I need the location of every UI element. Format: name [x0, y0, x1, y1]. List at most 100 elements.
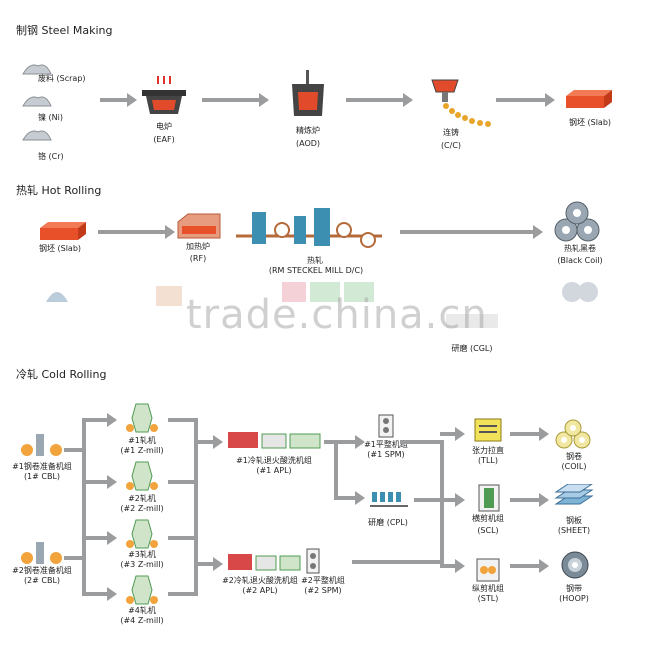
z1-label-cn: #1轧机 [128, 436, 156, 445]
z-mill-icon [126, 575, 158, 605]
watermark: trade.china.cn [186, 292, 488, 338]
spm1-icon [378, 414, 394, 438]
slab-label: 钢坯 (Slab) [568, 118, 612, 127]
nickel-pile-icon [22, 96, 52, 107]
apl2-label-cn: #2冷轧退火酸洗机组 [222, 576, 298, 585]
spm1-label-en: (#1 SPM) [367, 450, 405, 459]
flow-arrow [440, 427, 465, 441]
eaf-label-en: (EAF) [153, 135, 175, 144]
connector-line [168, 418, 194, 422]
slab-icon [566, 90, 612, 108]
rf-label-cn: 加热炉 [186, 242, 210, 251]
cc-label-en: (C/C) [440, 141, 462, 150]
cbl1-label-en: (1# CBL) [23, 472, 61, 481]
coil-label-en: (COIL) [561, 462, 587, 471]
flow-arrow [82, 587, 117, 601]
chromium-label: 铬 (Cr) [38, 152, 64, 161]
faded-mill-icon [282, 282, 374, 302]
apl2-label-en: (#2 APL) [242, 586, 278, 595]
electric-arc-furnace-icon [142, 76, 186, 114]
cbl2-label-cn: #2钢卷准备机组 [12, 566, 72, 575]
z2-label-en: (#2 Z-mill) [120, 504, 164, 513]
coil-build-up-line-icon [21, 434, 62, 456]
coil-build-up-line-icon [21, 542, 62, 564]
tll-label-cn: 张力拉直 [472, 446, 504, 455]
hoop-icon [561, 551, 589, 579]
flow-arrow [82, 413, 117, 427]
z4-label-cn: #4轧机 [128, 606, 156, 615]
z1-label-en: (#1 Z-mill) [120, 446, 164, 455]
flow-arrow [400, 225, 543, 239]
cbl2-label-en: (2# CBL) [23, 576, 61, 585]
mill-label-en: (RM STECKEL MILL D/C) [268, 266, 364, 275]
flow-arrow [510, 493, 549, 507]
chromium-pile-icon [22, 130, 52, 141]
z-mill-icon [126, 461, 158, 491]
spm1-label-cn: #1平整机组 [364, 440, 408, 449]
connector-line [352, 560, 442, 564]
flow-arrow [440, 559, 465, 573]
sheet-label-cn: 钢板 [566, 516, 582, 525]
cpl-label: 研磨 (CPL) [368, 518, 408, 527]
flow-arrow [510, 427, 549, 441]
section-title-steel-making: 制钢 Steel Making [16, 24, 113, 37]
scl-label-cn: 横剪机组 [472, 514, 504, 523]
flow-arrow [100, 93, 137, 107]
hoop-label-cn: 钢带 [566, 584, 582, 593]
flow-arrow [194, 557, 223, 571]
shear-cut-line-icon [478, 484, 500, 512]
coil-product-icon [555, 419, 591, 449]
flow-arrow [510, 559, 549, 573]
connector-line [414, 498, 442, 502]
flow-arrow [82, 531, 117, 545]
scrap-pile-icon [22, 64, 52, 75]
flow-arrow [194, 435, 223, 449]
z3-label-cn: #3轧机 [128, 550, 156, 559]
z-mill-icon [126, 403, 158, 433]
hot-strip-mill-icon [236, 208, 382, 248]
spm2-label-en: (#2 SPM) [304, 586, 342, 595]
connector-line [440, 440, 444, 564]
connector-line [194, 418, 198, 596]
hot-slab-label: 钢坯 (Slab) [38, 244, 82, 253]
connector-line [400, 440, 442, 444]
z3-label-en: (#3 Z-mill) [120, 560, 164, 569]
connector-line [82, 418, 86, 594]
z2-label-cn: #2轧机 [128, 494, 156, 503]
sheet-stack-icon [554, 484, 594, 505]
section-title-hot-rolling: 热轧 Hot Rolling [16, 184, 102, 197]
flow-arrow [82, 475, 117, 489]
connector-line [334, 440, 338, 496]
flow-arrow [440, 493, 465, 507]
apl1-label-en: (#1 APL) [256, 466, 292, 475]
black-coil-stack-icon [554, 201, 600, 242]
nickel-label: 镍 (Ni) [38, 113, 63, 122]
sheet-label-en: (SHEET) [557, 526, 591, 535]
cbl1-label-cn: #1钢卷准备机组 [12, 462, 72, 471]
flow-arrow [346, 93, 413, 107]
apl-line-icon [228, 432, 321, 449]
mill-label-cn: 热轧 [307, 256, 323, 265]
eaf-label-cn: 电炉 [156, 122, 172, 131]
stl-label-cn: 纵剪机组 [472, 584, 504, 593]
scl-label-en: (SCL) [477, 526, 499, 535]
section-title-cold-rolling: 冷轧 Cold Rolling [16, 368, 107, 381]
connector-line [168, 480, 194, 484]
coil-label-cn: 钢卷 [566, 452, 582, 461]
cc-label-cn: 连铸 [443, 128, 459, 137]
black-coil-label-en: (Black Coil) [557, 256, 603, 265]
continuous-caster-icon [431, 79, 491, 127]
connector-line [324, 440, 338, 444]
grinding-line-icon [370, 492, 408, 507]
flow-arrow [98, 225, 175, 239]
tension-leveler-icon [474, 418, 502, 442]
scrap-label: 废料 (Scrap) [38, 74, 86, 83]
flow-arrow [334, 491, 365, 505]
stl-label-en: (STL) [477, 594, 499, 603]
apl-line-icon [228, 554, 301, 571]
apl1-label-cn: #1冷轧退火酸洗机组 [236, 456, 312, 465]
hoop-label-en: (HOOP) [559, 594, 589, 603]
flow-arrow [334, 435, 365, 449]
connector-line [168, 536, 194, 540]
connector-line [64, 448, 82, 452]
